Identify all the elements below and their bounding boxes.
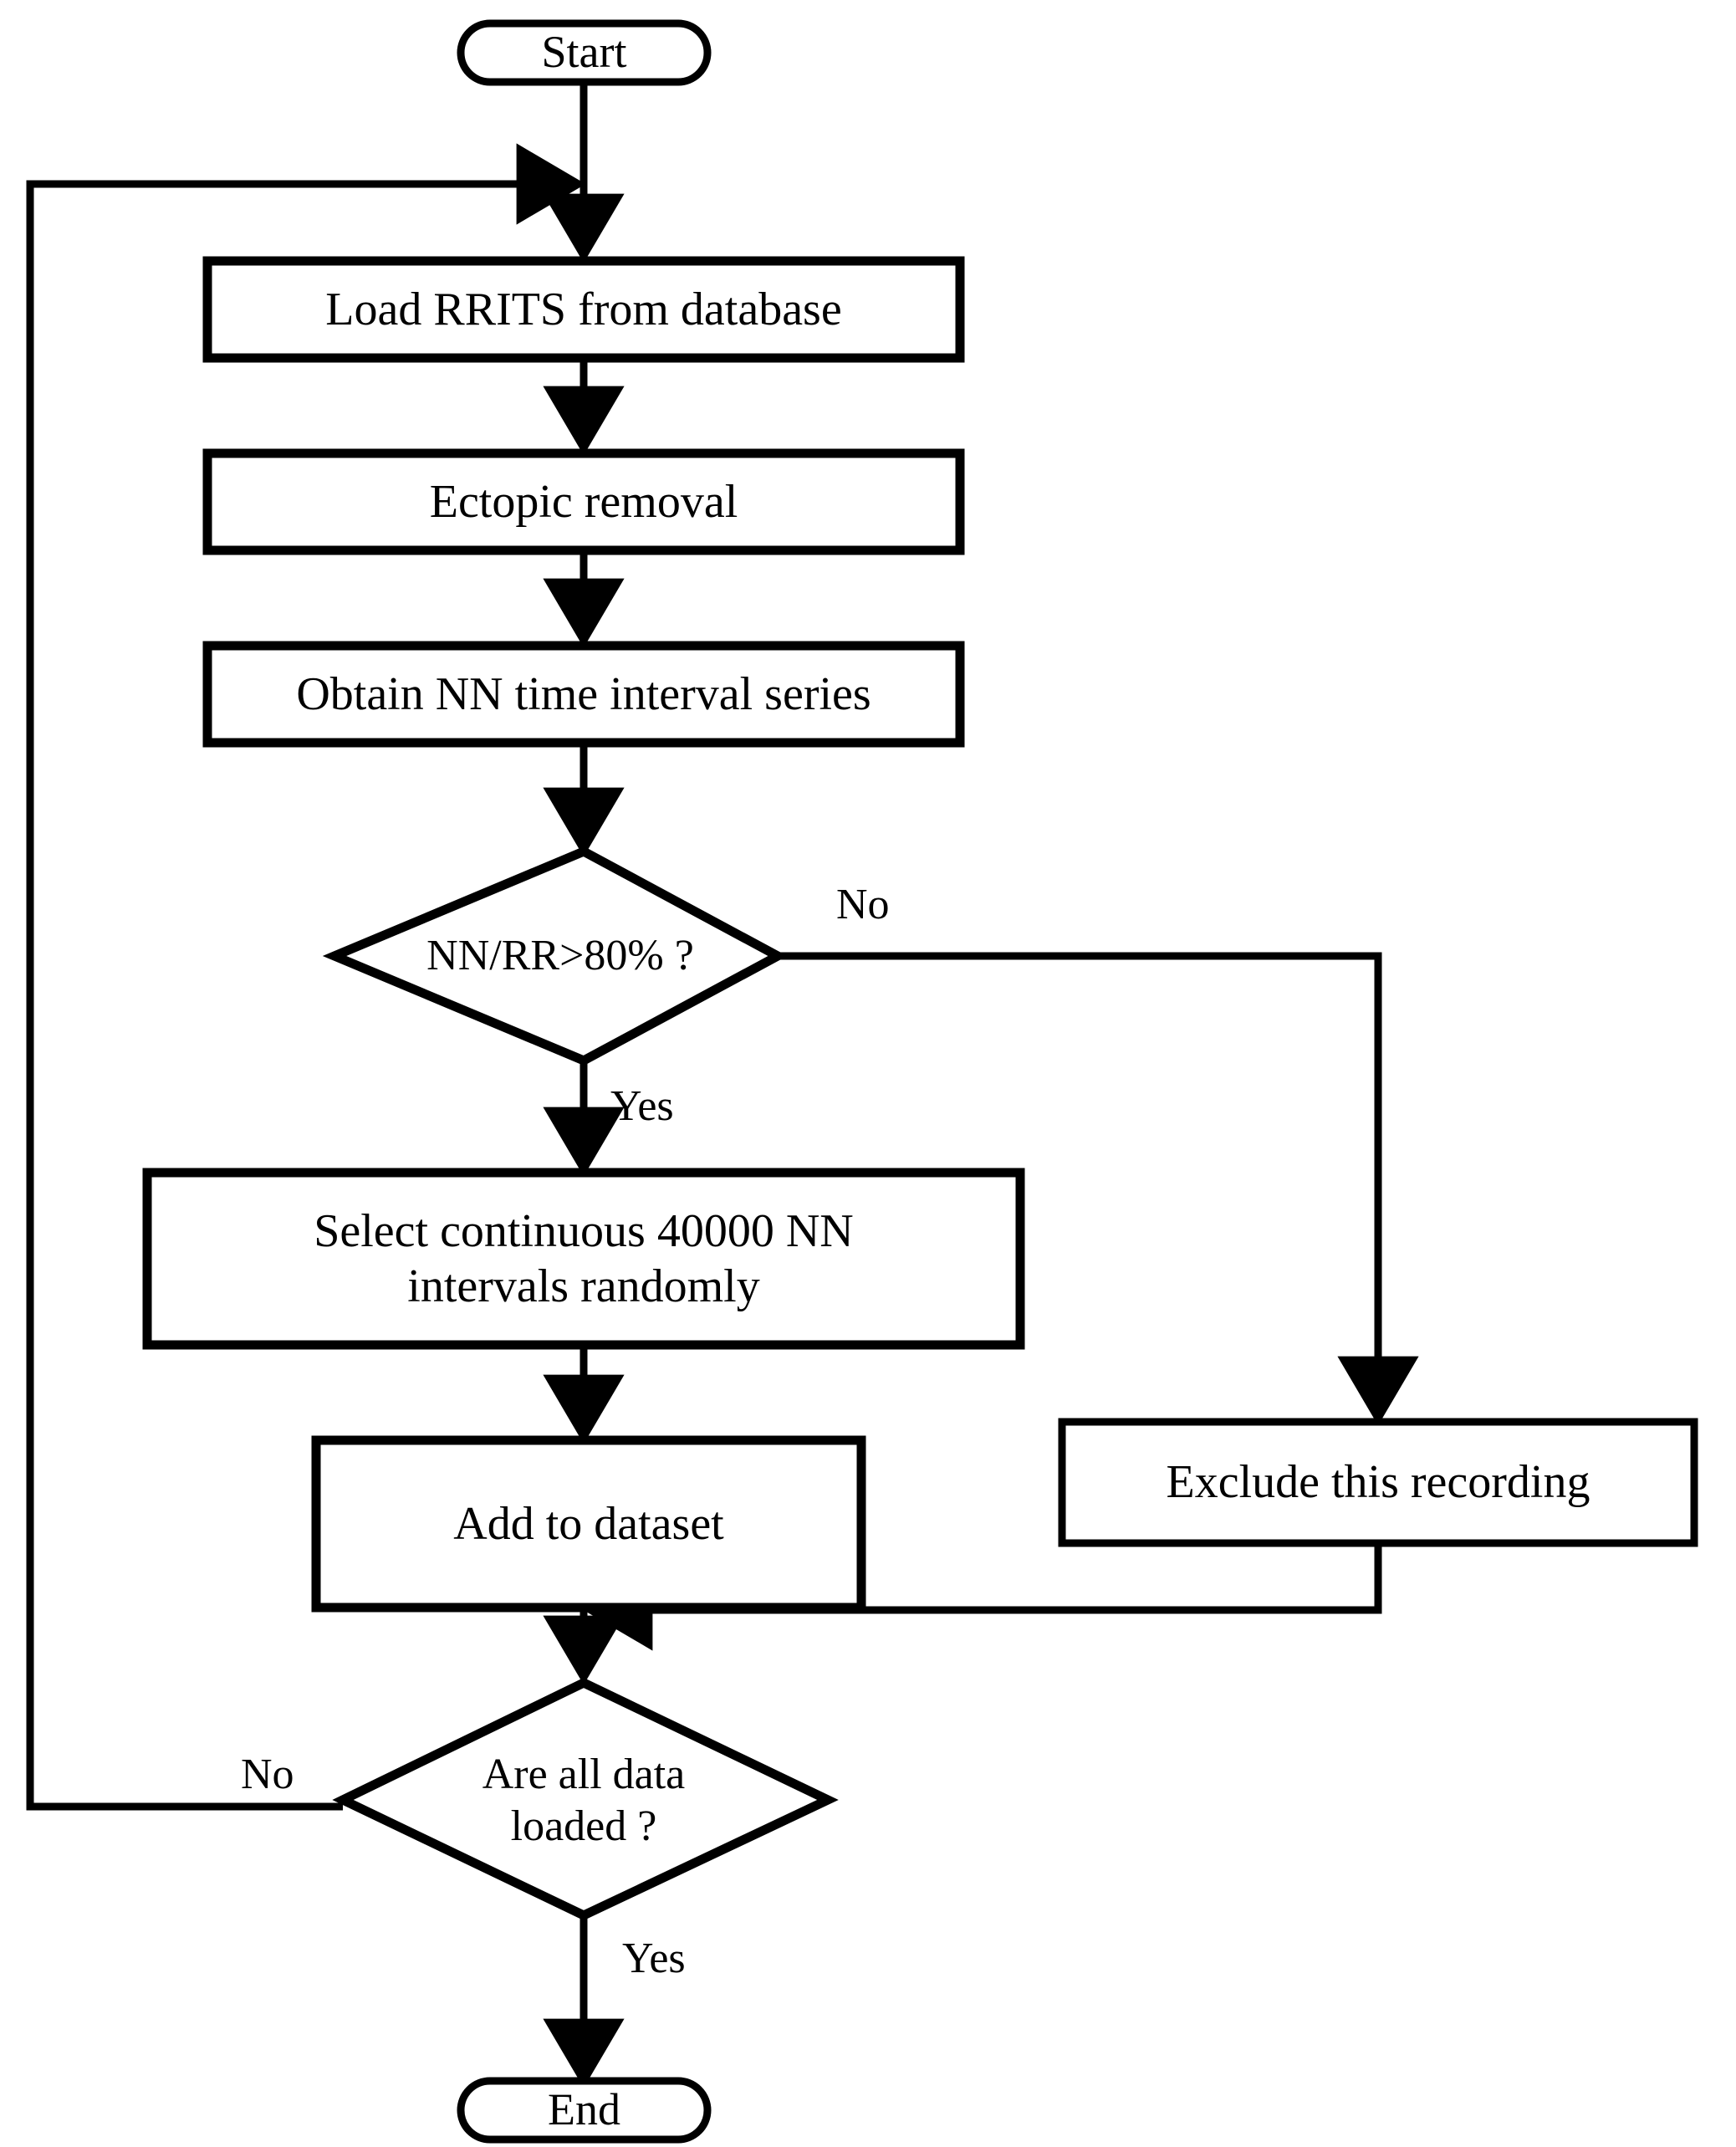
node-select-shape [142, 1168, 1025, 1350]
node-ectopic-shape [202, 448, 965, 555]
edge-loaded-no-loopback [26, 143, 586, 1811]
node-ratio-decision-shape [322, 846, 788, 1066]
node-load-shape [202, 256, 965, 363]
node-add-shape [311, 1435, 866, 1613]
node-start-shape [457, 19, 712, 86]
node-obtain-shape [202, 641, 965, 748]
node-loaded-decision-shape [332, 1677, 839, 1921]
node-exclude-shape [1058, 1418, 1698, 1547]
node-end-shape [457, 2077, 712, 2144]
edge-decision-no-to-exclude [778, 952, 1419, 1426]
